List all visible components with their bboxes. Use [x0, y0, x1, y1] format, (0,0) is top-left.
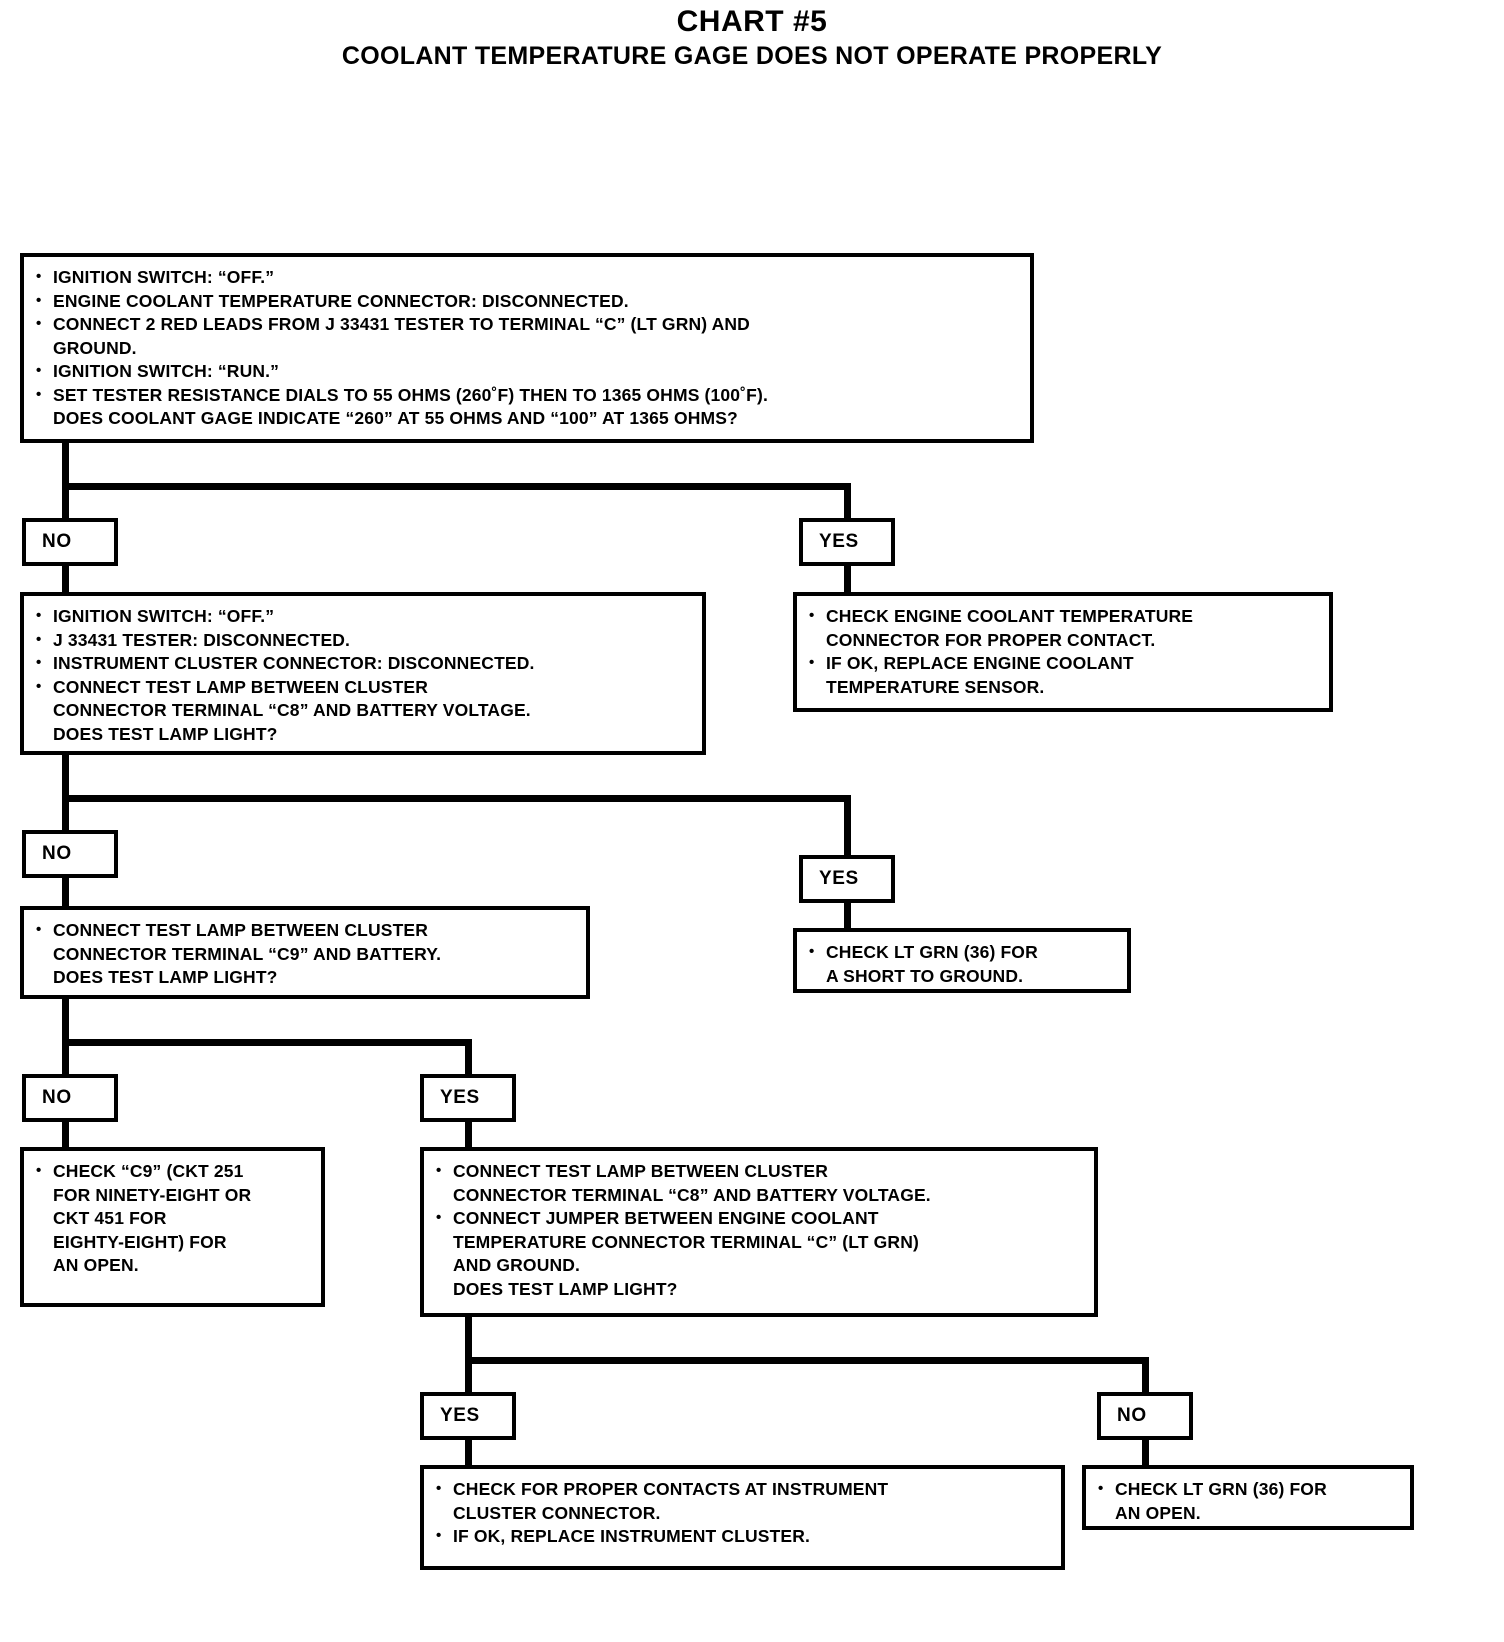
- node-result4-list: CHECK FOR PROPER CONTACTS AT INSTRUMENT …: [434, 1477, 1051, 1549]
- list-item: INSTRUMENT CLUSTER CONNECTOR: DISCONNECT…: [34, 651, 692, 676]
- node-step3: CONNECT TEST LAMP BETWEEN CLUSTER CONNEC…: [20, 906, 590, 999]
- list-item: IF OK, REPLACE INSTRUMENT CLUSTER.: [434, 1524, 1051, 1549]
- list-item: CHECK FOR PROPER CONTACTS AT INSTRUMENT …: [434, 1477, 1051, 1525]
- node-step2-list: IGNITION SWITCH: “OFF.” J 33431 TESTER: …: [34, 604, 692, 747]
- branch-label-no-3: NO: [22, 1074, 118, 1122]
- list-item: ENGINE COOLANT TEMPERATURE CONNECTOR: DI…: [34, 289, 1020, 314]
- branch-label-text: YES: [819, 868, 859, 889]
- connector-step3-bus: [62, 1039, 472, 1046]
- node-step3-list: CONNECT TEST LAMP BETWEEN CLUSTER CONNEC…: [34, 918, 576, 990]
- connector-step1-stem: [62, 443, 69, 489]
- connector-step3-yes: [465, 1039, 472, 1077]
- node-result2: CHECK LT GRN (36) FOR A SHORT TO GROUND.: [793, 928, 1131, 993]
- connector-no1-down: [62, 566, 69, 596]
- list-item: CHECK ENGINE COOLANT TEMPERATURE CONNECT…: [807, 604, 1319, 652]
- branch-label-no-2: NO: [22, 830, 118, 878]
- chart-subtitle: COOLANT TEMPERATURE GAGE DOES NOT OPERAT…: [341, 42, 1163, 70]
- connector-step4-yes: [465, 1357, 472, 1395]
- connector-step2-stem: [62, 755, 69, 801]
- list-item: CONNECT TEST LAMP BETWEEN CLUSTER CONNEC…: [34, 918, 576, 990]
- connector-step3-stem: [62, 999, 69, 1045]
- connector-yes4-down: [465, 1440, 472, 1468]
- node-result3: CHECK “C9” (CKT 251 FOR NINETY-EIGHT OR …: [20, 1147, 325, 1307]
- node-result5-list: CHECK LT GRN (36) FOR AN OPEN.: [1096, 1477, 1400, 1525]
- chart-title-block: CHART #5 COOLANT TEMPERATURE GAGE DOES N…: [0, 4, 1504, 72]
- node-result5: CHECK LT GRN (36) FOR AN OPEN.: [1082, 1465, 1414, 1530]
- branch-label-yes-1: YES: [799, 518, 895, 566]
- node-result1-list: CHECK ENGINE COOLANT TEMPERATURE CONNECT…: [807, 604, 1319, 699]
- connector-no4-down: [1142, 1440, 1149, 1468]
- list-item: CHECK LT GRN (36) FOR AN OPEN.: [1096, 1477, 1400, 1525]
- list-item: CONNECT 2 RED LEADS FROM J 33431 TESTER …: [34, 312, 1020, 360]
- node-step4: CONNECT TEST LAMP BETWEEN CLUSTER CONNEC…: [420, 1147, 1098, 1317]
- branch-label-text: YES: [440, 1405, 480, 1426]
- branch-label-text: NO: [42, 843, 72, 864]
- node-result1: CHECK ENGINE COOLANT TEMPERATURE CONNECT…: [793, 592, 1333, 712]
- node-result3-list: CHECK “C9” (CKT 251 FOR NINETY-EIGHT OR …: [34, 1159, 311, 1278]
- connector-step2-no: [62, 795, 69, 833]
- list-item: CHECK LT GRN (36) FOR A SHORT TO GROUND.: [807, 940, 1117, 988]
- connector-yes3-down: [465, 1122, 472, 1150]
- connector-no2-down: [62, 878, 69, 908]
- connector-step4-no: [1142, 1357, 1149, 1395]
- branch-label-text: NO: [1117, 1405, 1147, 1426]
- branch-label-yes-4: YES: [420, 1392, 516, 1440]
- connector-step2-bus: [62, 795, 851, 802]
- node-step2: IGNITION SWITCH: “OFF.” J 33431 TESTER: …: [20, 592, 706, 755]
- node-step4-list: CONNECT TEST LAMP BETWEEN CLUSTER CONNEC…: [434, 1159, 1084, 1301]
- list-item: CONNECT TEST LAMP BETWEEN CLUSTER CONNEC…: [434, 1159, 1084, 1207]
- branch-label-text: NO: [42, 531, 72, 552]
- connector-step4-bus: [465, 1357, 1149, 1364]
- list-item: SET TESTER RESISTANCE DIALS TO 55 OHMS (…: [34, 383, 1020, 431]
- node-result2-list: CHECK LT GRN (36) FOR A SHORT TO GROUND.: [807, 940, 1117, 988]
- chart-title: CHART #5: [676, 5, 828, 38]
- branch-label-text: YES: [819, 531, 859, 552]
- branch-label-yes-2: YES: [799, 855, 895, 903]
- branch-label-text: YES: [440, 1087, 480, 1108]
- list-item: IGNITION SWITCH: “OFF.”: [34, 265, 1020, 290]
- connector-step3-no: [62, 1039, 69, 1077]
- connector-step1-yes: [844, 483, 851, 521]
- list-item: CHECK “C9” (CKT 251 FOR NINETY-EIGHT OR …: [34, 1159, 311, 1278]
- branch-label-no-4: NO: [1097, 1392, 1193, 1440]
- branch-label-no-1: NO: [22, 518, 118, 566]
- node-step1: IGNITION SWITCH: “OFF.” ENGINE COOLANT T…: [20, 253, 1034, 443]
- connector-yes2-down: [844, 903, 851, 931]
- connector-step2-yes: [844, 795, 851, 863]
- branch-label-yes-3: YES: [420, 1074, 516, 1122]
- list-item: IF OK, REPLACE ENGINE COOLANT TEMPERATUR…: [807, 651, 1319, 699]
- branch-label-text: NO: [42, 1087, 72, 1108]
- connector-step4-stem: [465, 1317, 472, 1363]
- node-step1-list: IGNITION SWITCH: “OFF.” ENGINE COOLANT T…: [34, 265, 1020, 431]
- list-item: CONNECT TEST LAMP BETWEEN CLUSTER CONNEC…: [34, 675, 692, 747]
- connector-step1-no: [62, 483, 69, 521]
- list-item: IGNITION SWITCH: “RUN.”: [34, 359, 1020, 384]
- list-item: CONNECT JUMPER BETWEEN ENGINE COOLANT TE…: [434, 1206, 1084, 1301]
- node-result4: CHECK FOR PROPER CONTACTS AT INSTRUMENT …: [420, 1465, 1065, 1570]
- connector-step1-bus: [62, 483, 851, 490]
- connector-no3-down: [62, 1122, 69, 1150]
- connector-yes1-down: [844, 566, 851, 596]
- list-item: J 33431 TESTER: DISCONNECTED.: [34, 628, 692, 653]
- list-item: IGNITION SWITCH: “OFF.”: [34, 604, 692, 629]
